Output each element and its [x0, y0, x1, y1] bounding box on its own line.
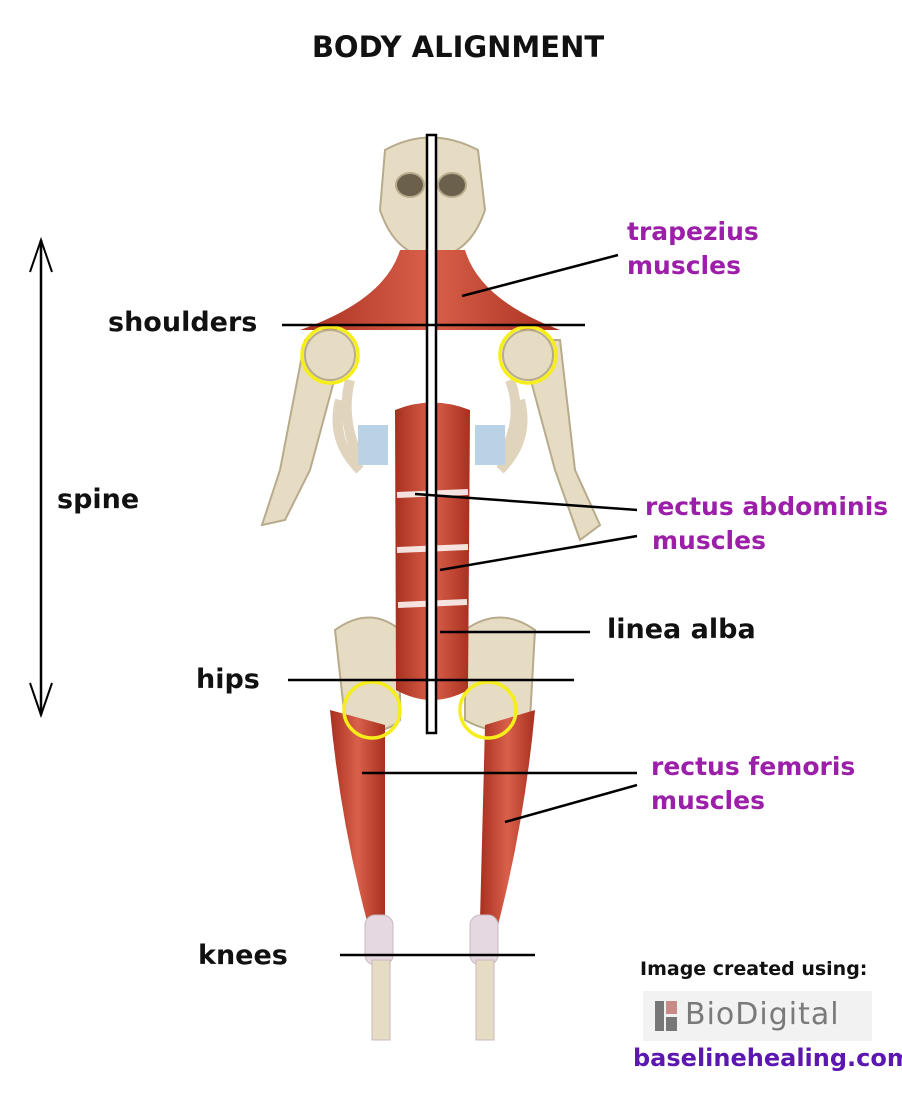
label-line: muscles [627, 251, 741, 280]
spine-arrow [29, 236, 53, 719]
rectus-femoris-right [480, 710, 535, 925]
midline [425, 133, 438, 735]
credit-text: Image created using: [640, 958, 868, 980]
label-line: trapezius [627, 217, 759, 246]
rectus-femoris-left [330, 710, 385, 925]
label-spine: spine [57, 484, 140, 515]
label-trapezius: trapezius muscles [627, 215, 759, 283]
label-line: rectus femoris [651, 752, 856, 781]
label-knees: knees [198, 940, 288, 971]
label-shoulders: shoulders [108, 307, 258, 338]
label-rectus-abdominis: rectus abdominis muscles [645, 490, 888, 558]
label-rectus-femoris: rectus femoris muscles [651, 750, 855, 818]
label-line: rectus abdominis [645, 492, 889, 521]
label-line: muscles [651, 786, 765, 815]
biodigital-logo-icon [655, 1001, 677, 1031]
arms [260, 329, 602, 542]
diagram-title: BODY ALIGNMENT [311, 30, 605, 64]
label-line: muscles [652, 526, 766, 555]
website-link[interactable]: baselinehealing.com [633, 1044, 902, 1072]
joint-circles [300, 325, 558, 740]
knees [364, 914, 499, 1041]
label-linea-alba: linea alba [607, 614, 756, 645]
ribcage [332, 378, 528, 474]
biodigital-logo-text: BioDigital [685, 997, 840, 1032]
label-hips: hips [196, 664, 260, 695]
biodigital-logo: BioDigital [643, 991, 872, 1041]
